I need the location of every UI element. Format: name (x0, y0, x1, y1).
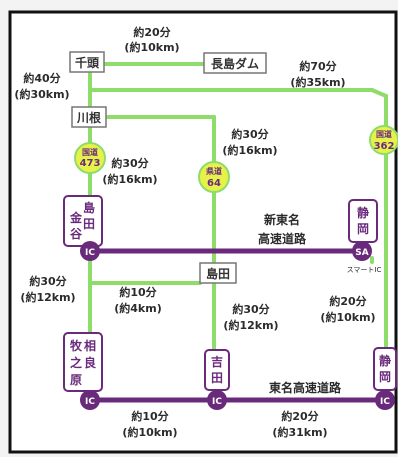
svg-text:岡: 岡 (379, 370, 391, 384)
seg-kanaya-shimada-time: 約10分 (119, 285, 156, 299)
svg-text:静: 静 (379, 353, 391, 368)
seg-sa-shizuokaic-dist: (約10km) (320, 310, 375, 324)
svg-text:牧: 牧 (70, 338, 83, 353)
route-marker-64: 県道 64 (198, 161, 230, 193)
shin-tomei-label-2: 高速道路 (258, 231, 307, 246)
label-kawane: 川根 (76, 110, 101, 125)
seg-makinohara-yoshida-time: 約10分 (131, 409, 168, 423)
smart-ic-label: スマートIC (347, 266, 382, 274)
svg-text:473: 473 (80, 158, 101, 169)
svg-text:田: 田 (211, 371, 223, 385)
svg-text:362: 362 (374, 141, 395, 152)
label-nagashima-dam: 長島ダム (211, 56, 259, 71)
tomei-label: 東名高速道路 (269, 380, 342, 395)
svg-text:IC: IC (212, 397, 222, 407)
seg-r473-kanaya-time: 約30分 (111, 156, 148, 170)
seg-dam-shizuoka-dist: (約35km) (290, 75, 345, 89)
route-marker-362: 国道 362 (369, 125, 398, 155)
svg-text:IC: IC (380, 397, 390, 407)
svg-text:吉: 吉 (211, 354, 223, 369)
route-marker-473: 国道 473 (74, 142, 106, 174)
seg-kawane-shimada-dist: (約16km) (222, 143, 277, 157)
seg-makinohara-yoshida-dist: (約10km) (122, 425, 177, 439)
svg-text:相: 相 (84, 338, 96, 353)
seg-sa-shizuokaic-time: 約20分 (329, 294, 366, 308)
svg-text:金: 金 (69, 210, 83, 225)
seg-shimada-yoshida-dist: (約12km) (223, 318, 278, 332)
node-kawane[interactable]: 川根 (71, 106, 107, 128)
svg-text:之: 之 (70, 355, 82, 370)
ic-shizuoka[interactable]: 静 岡 IC (373, 347, 397, 410)
seg-dam-shizuoka-time: 約70分 (299, 59, 336, 73)
svg-text:静: 静 (357, 205, 369, 220)
local-roads (88, 62, 388, 362)
node-senzu[interactable]: 千頭 (69, 51, 105, 73)
seg-yoshida-shizuoka-dist: (約31km) (272, 425, 327, 439)
seg-kawane-shimada-time: 約30分 (231, 127, 268, 141)
svg-text:IC: IC (85, 248, 95, 258)
sa-shizuoka[interactable]: 静 岡 SA スマートIC (347, 199, 382, 274)
svg-text:島: 島 (83, 200, 95, 215)
seg-senzu-kawane-time: 約40分 (23, 71, 60, 85)
svg-text:SA: SA (355, 248, 368, 258)
label-senzu: 千頭 (75, 55, 100, 70)
ic-yoshida[interactable]: 吉 田 IC (204, 349, 230, 410)
seg-r473-kanaya-dist: (約16km) (102, 172, 157, 186)
svg-text:国道: 国道 (82, 147, 98, 157)
svg-text:谷: 谷 (70, 226, 83, 241)
svg-text:IC: IC (85, 397, 95, 407)
label-shimada: 島田 (206, 266, 230, 281)
road-east-vertical (370, 88, 388, 98)
node-shimada[interactable]: 島田 (199, 262, 237, 284)
seg-senzu-dam-dist: (約10km) (124, 40, 179, 54)
seg-shimada-yoshida-time: 約30分 (232, 302, 269, 316)
seg-senzu-kawane-dist: (約30km) (14, 87, 69, 101)
seg-kanaya-makinohara-time: 約30分 (29, 274, 66, 288)
svg-text:田: 田 (83, 217, 95, 231)
seg-yoshida-shizuoka-time: 約20分 (281, 409, 318, 423)
shin-tomei-label-1: 新東名 (264, 212, 300, 227)
svg-text:64: 64 (207, 178, 221, 189)
svg-text:国道: 国道 (376, 129, 392, 139)
svg-text:県道: 県道 (206, 166, 222, 176)
ic-makinohara[interactable]: 牧 相 之 良 原 IC (63, 332, 103, 410)
svg-text:岡: 岡 (357, 222, 369, 236)
expressways (90, 248, 386, 403)
ic-shimada-kanaya[interactable]: 島 田 金 谷 IC (63, 195, 103, 261)
svg-text:原: 原 (70, 373, 82, 387)
node-nagashima-dam[interactable]: 長島ダム (203, 52, 267, 74)
seg-senzu-dam-time: 約20分 (133, 25, 170, 39)
seg-kanaya-makinohara-dist: (約12km) (20, 290, 75, 304)
seg-kanaya-shimada-dist: (約4km) (114, 301, 162, 315)
svg-text:良: 良 (84, 355, 96, 370)
